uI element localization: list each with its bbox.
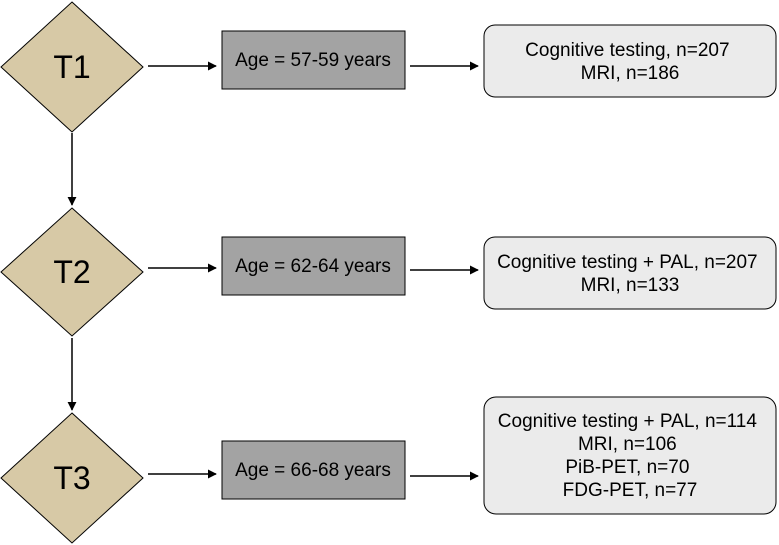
diamond-label-t1: T1	[53, 49, 90, 85]
info-line: Cognitive testing, n=207	[525, 40, 729, 61]
age-label-t2: Age = 62-64 years	[235, 256, 391, 277]
age-box-t1	[221, 30, 406, 90]
info-box-t3	[483, 396, 777, 515]
age-label-t3: Age = 66-68 years	[235, 460, 391, 481]
info-line: MRI, n=106	[578, 434, 677, 455]
info-line: PiB-PET, n=70	[565, 457, 689, 478]
timepoint-row-t1: T1 Age = 57-59 years Cognitive testing, …	[0, 1, 777, 133]
timepoint-row-t3: T3 Age = 66-68 years Cognitive testing +…	[0, 396, 777, 544]
info-box-t2	[483, 236, 777, 310]
info-line: MRI, n=186	[581, 63, 680, 84]
diamond-t3	[0, 412, 144, 544]
info-text-t3: Cognitive testing + PAL, n=114 MRI, n=10…	[498, 411, 762, 501]
age-label-t1: Age = 57-59 years	[235, 50, 391, 71]
diamond-t1	[0, 1, 144, 133]
info-text-t1: Cognitive testing, n=207 MRI, n=186	[525, 40, 735, 84]
info-line: Cognitive testing + PAL, n=114	[498, 411, 758, 432]
age-box-t2	[221, 236, 406, 296]
info-line: Cognitive testing + PAL, n=207	[497, 252, 758, 273]
info-text-t2: Cognitive testing + PAL, n=207 MRI, n=13…	[497, 252, 763, 296]
info-line: FDG-PET, n=77	[563, 480, 698, 501]
diamond-t2	[0, 207, 144, 337]
age-box-t3	[221, 440, 406, 500]
diamond-label-t3: T3	[53, 460, 90, 496]
diamond-label-t2: T2	[53, 254, 90, 290]
info-box-t1	[483, 24, 777, 98]
info-line: MRI, n=133	[581, 275, 680, 296]
timepoint-row-t2: T2 Age = 62-64 years Cognitive testing +…	[0, 207, 777, 337]
